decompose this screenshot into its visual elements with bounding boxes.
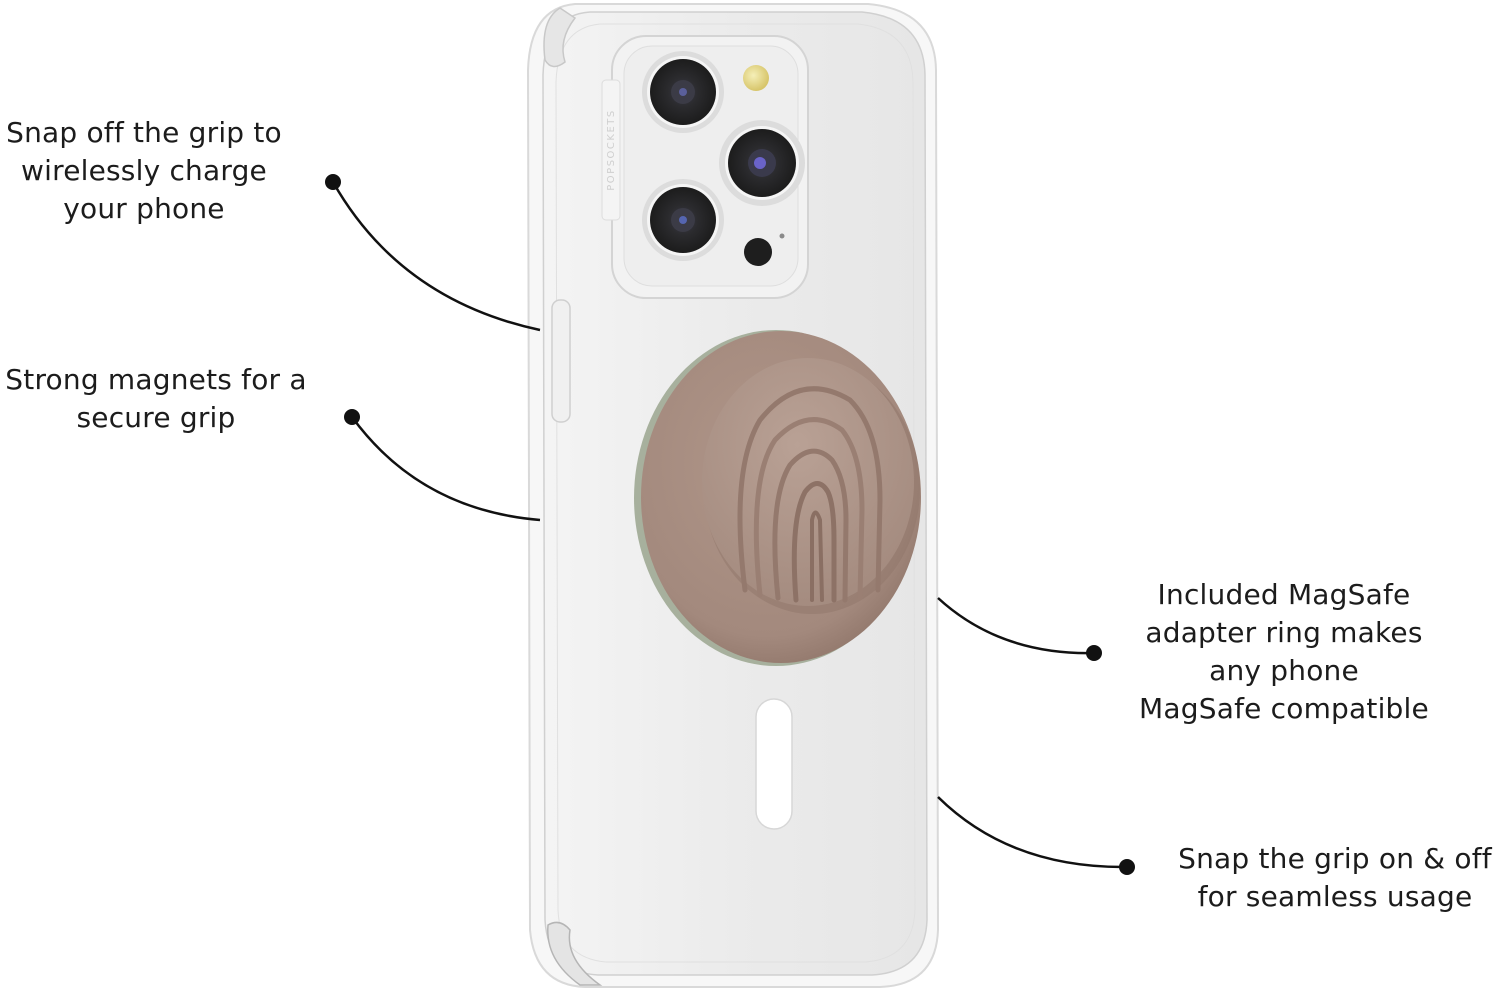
callout-text-line: Snap the grip on & off <box>1178 842 1492 875</box>
callout-dot <box>344 409 360 425</box>
magsafe-alignment-slot <box>755 698 793 830</box>
arch-pattern <box>737 386 883 603</box>
callout-dots <box>325 174 1135 875</box>
brand-tab <box>601 79 621 221</box>
side-button <box>551 299 571 423</box>
callout-text-line: wirelessly charge <box>21 154 267 187</box>
callout-line-magsafe-adapter <box>937 597 1095 655</box>
microphone <box>779 233 785 239</box>
callout-line-wireless-charge <box>331 181 541 332</box>
callout-magsafe-adapter: Included MagSafe adapter ring makes any … <box>1128 576 1440 728</box>
callout-dot <box>1086 645 1102 661</box>
callout-text-line: MagSafe compatible <box>1139 692 1429 725</box>
callout-text-line: for seamless usage <box>1197 880 1473 913</box>
flash <box>743 65 769 91</box>
callout-text-line: secure grip <box>76 401 236 434</box>
corner-bumper-top <box>543 7 577 68</box>
lidar-sensor <box>744 238 772 266</box>
camera-module: POPSOCKETS <box>601 35 809 299</box>
callout-dot <box>325 174 341 190</box>
corner-bumper-bottom <box>547 921 603 986</box>
callout-text-line: adapter ring makes <box>1145 616 1423 649</box>
magsafe-grip <box>634 330 921 666</box>
callout-snap-on-off: Snap the grip on & off for seamless usag… <box>1170 840 1500 916</box>
callout-dot <box>1119 859 1135 875</box>
callout-text-line: Strong magnets for a <box>5 363 307 396</box>
callout-text-line: any phone <box>1209 654 1359 687</box>
callout-wireless-charge: Snap off the grip to wirelessly charge y… <box>0 114 288 228</box>
callout-line-snap-on-off <box>937 796 1127 869</box>
brand-label: POPSOCKETS <box>606 109 617 190</box>
grip-top <box>702 358 914 606</box>
callout-line-strong-magnets <box>350 416 541 522</box>
callout-text-line: your phone <box>63 192 225 225</box>
callout-text-line: Included MagSafe <box>1157 578 1411 611</box>
callout-strong-magnets: Strong magnets for a secure grip <box>0 361 312 437</box>
callout-text-line: Snap off the grip to <box>6 116 282 149</box>
callout-lines <box>331 181 1127 869</box>
